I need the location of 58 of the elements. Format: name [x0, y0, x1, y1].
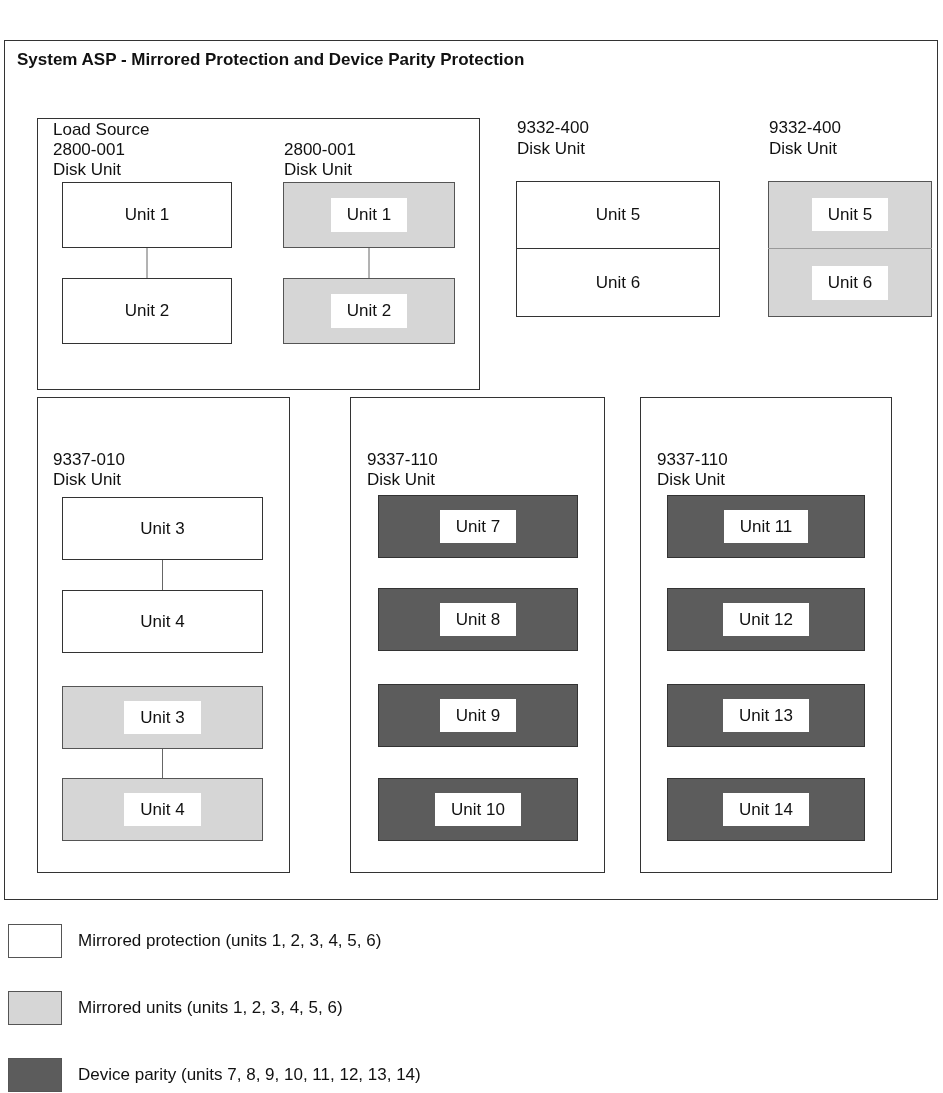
connector-line	[162, 559, 163, 591]
unit-box	[62, 497, 263, 560]
disk-unit-box	[516, 181, 720, 317]
unit-label: Unit 1	[124, 204, 170, 227]
unit-box	[378, 778, 578, 841]
unit-box	[378, 684, 578, 747]
unit-label: Unit 3	[140, 517, 185, 540]
unit-box	[378, 588, 578, 651]
unit-label: Unit 6	[811, 266, 889, 300]
legend-text: Mirrored protection (units 1, 2, 3, 4, 5, 6)	[78, 930, 382, 953]
frame-heading: System ASP - Mirrored Protection and Device Parity Protection	[17, 49, 525, 71]
unit-label: Unit 1	[330, 198, 408, 232]
unit-label: Unit 8	[439, 602, 517, 637]
unit-box	[283, 182, 455, 248]
legend-text: Mirrored units (units 1, 2, 3, 4, 5, 6)	[78, 997, 343, 1020]
disk-unit-box	[768, 181, 932, 317]
disk-unit-frame	[640, 397, 892, 873]
unit-label: Unit 11	[723, 509, 809, 544]
unit-label: Unit 14	[723, 792, 809, 827]
unit-box	[62, 686, 263, 749]
unit-label: Unit 6	[595, 272, 641, 295]
unit-label: Unit 4	[140, 610, 185, 633]
unit-label: Unit 10	[435, 792, 521, 827]
unit-label: Unit 7	[439, 509, 517, 544]
unit-label: Unit 9	[439, 698, 517, 733]
unit-box	[62, 778, 263, 841]
connector-line	[162, 748, 163, 779]
disk-unit-label: 9337-110 Disk Unit	[367, 450, 439, 490]
disk-unit-frame	[37, 397, 290, 873]
disk-unit-frame	[37, 118, 480, 390]
unit-label: Unit 2	[330, 294, 408, 328]
unit-box	[667, 778, 865, 841]
legend-text: Device parity (units 7, 8, 9, 10, 11, 12, 13, 14)	[78, 1064, 421, 1087]
unit-box	[378, 495, 578, 558]
connector-line	[368, 247, 370, 279]
disk-unit-label: Load Source 2800-001 Disk Unit	[53, 120, 151, 180]
connector-line	[146, 247, 148, 279]
unit-label: Unit 5	[811, 197, 889, 232]
disk-unit-label: 9332-400 Disk Unit	[517, 117, 590, 159]
unit-label: Unit 2	[124, 300, 170, 323]
disk-unit-frame	[350, 397, 605, 873]
unit-box	[62, 590, 263, 653]
unit-box	[667, 684, 865, 747]
unit-box	[283, 278, 455, 344]
unit-box	[62, 278, 232, 344]
unit-label: Unit 12	[723, 602, 809, 637]
unit-label: Unit 13	[723, 698, 809, 733]
unit-label: Unit 4	[124, 792, 201, 827]
unit-box	[667, 588, 865, 651]
disk-unit-label: 2800-001 Disk Unit	[284, 140, 357, 180]
disk-unit-label: 9337-010 Disk Unit	[53, 450, 126, 490]
system-frame	[4, 40, 938, 900]
unit-box	[667, 495, 865, 558]
unit-box	[62, 182, 232, 248]
disk-unit-label: 9332-400 Disk Unit	[769, 117, 842, 159]
disk-unit-label: 9337-110 Disk Unit	[657, 450, 729, 490]
unit-label: Unit 5	[595, 203, 641, 226]
unit-label: Unit 3	[124, 700, 201, 735]
